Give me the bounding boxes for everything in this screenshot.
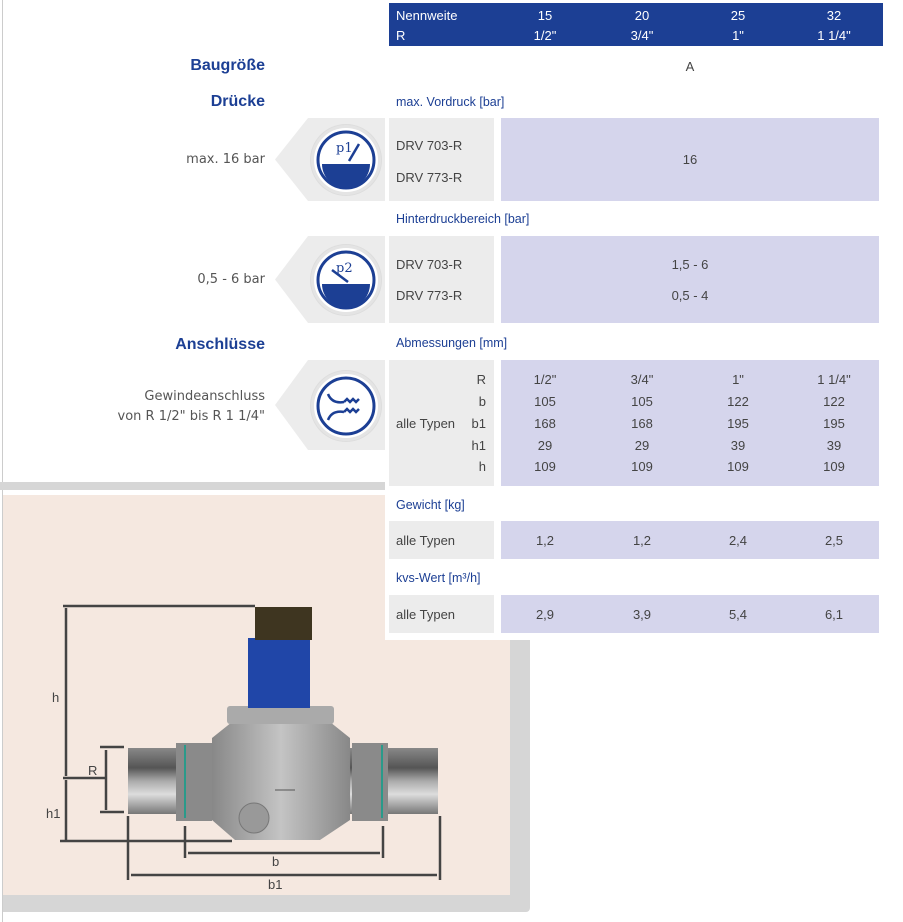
section-title-druecke: Drücke xyxy=(210,93,265,110)
icon-text: p2 xyxy=(336,261,353,276)
dim-key: b xyxy=(478,394,486,409)
dim-value: 29 xyxy=(634,438,650,453)
dimension-lines xyxy=(60,604,442,880)
dim-key: R xyxy=(476,372,486,387)
valve-image xyxy=(128,607,438,840)
value-cell: 16 xyxy=(501,118,879,201)
label-h1: h1 xyxy=(46,806,60,821)
type-cell: DRV 703-R DRV 773-R xyxy=(389,118,494,201)
valve-dimension-diagram: h R h1 b b1 xyxy=(46,604,442,892)
gewicht-value: 1,2 xyxy=(535,533,555,548)
section-title-anschluesse: Anschlüsse xyxy=(175,336,265,353)
dim-value: 122 xyxy=(823,394,845,409)
header-label: Nennweite xyxy=(396,8,458,23)
kvs-caption: kvs-Wert [m³/h] xyxy=(396,571,481,585)
hinterdruck-note: 0,5 - 6 bar xyxy=(197,272,265,287)
label-b: b xyxy=(272,854,279,869)
header-value: 15 xyxy=(537,8,553,23)
vordruck-note: max. 16 bar xyxy=(186,152,265,167)
p2-gauge-icon: p2 xyxy=(311,245,381,315)
type-label: alle Typen xyxy=(396,533,456,548)
header-value: 3/4" xyxy=(630,28,654,43)
dim-value: 39 xyxy=(730,438,746,453)
header-value: 1" xyxy=(732,28,744,43)
dim-value: 109 xyxy=(534,459,556,474)
dim-value: 1" xyxy=(732,372,744,387)
gewicht-value: 2,4 xyxy=(728,533,748,548)
divider xyxy=(0,482,388,490)
dim-value: 109 xyxy=(823,459,845,474)
hinterdruck-caption: Hinterdruckbereich [bar] xyxy=(396,212,530,226)
label-b1: b1 xyxy=(268,877,282,892)
kvs-value: 6,1 xyxy=(824,607,844,622)
gewicht-values: 1,2 1,2 2,4 2,5 xyxy=(501,521,879,559)
header-value: 1 1/4" xyxy=(817,28,851,43)
dim-key: h xyxy=(478,459,486,474)
dim-value: 3/4" xyxy=(630,372,654,387)
label-h: h xyxy=(52,690,59,705)
dim-value: 105 xyxy=(534,394,556,409)
type-label: DRV 703-R xyxy=(396,257,463,272)
dim-value: 195 xyxy=(727,416,749,431)
type-label: DRV 773-R xyxy=(396,288,463,303)
gewicht-value: 1,2 xyxy=(632,533,652,548)
section-title-baugroesse: Baugröße xyxy=(190,57,265,74)
note-line: von R 1/2" bis R 1 1/4" xyxy=(117,409,265,424)
vordruck-caption: max. Vordruck [bar] xyxy=(396,95,505,109)
dimension-values: 1/2" 3/4" 1" 1 1/4" 105 105 122 122 168 168 195 195… xyxy=(501,360,879,486)
abmessungen-caption: Abmessungen [mm] xyxy=(396,336,508,350)
kvs-value: 2,9 xyxy=(535,607,555,622)
label-R: R xyxy=(88,763,97,778)
type-label: DRV 703-R xyxy=(396,138,463,153)
type-cell: alle Typen xyxy=(389,595,494,633)
dim-value: 29 xyxy=(537,438,553,453)
header-value: 1/2" xyxy=(533,28,557,43)
value-cell: 1,5 - 6 0,5 - 4 xyxy=(501,236,879,323)
dim-value: 1 1/4" xyxy=(817,372,851,387)
gewicht-caption: Gewicht [kg] xyxy=(396,498,465,512)
header-value: 20 xyxy=(634,8,650,23)
dim-key: b1 xyxy=(471,416,486,431)
dim-value: 168 xyxy=(534,416,556,431)
type-label: alle Typen xyxy=(396,416,456,431)
header-value: 32 xyxy=(826,8,842,23)
kvs-value: 5,4 xyxy=(728,607,748,622)
gewicht-value: 2,5 xyxy=(824,533,844,548)
type-cell: alle Typen R b b1 h1 h xyxy=(389,360,494,486)
note-line: Gewindeanschluss xyxy=(144,389,265,404)
hinterdruck-value: 0,5 - 4 xyxy=(671,288,709,303)
kvs-value: 3,9 xyxy=(632,607,652,622)
size-header: Nennweite 15 20 25 32 R 1/2" 3/4" 1" 1 1… xyxy=(389,3,883,46)
type-label: alle Typen xyxy=(396,607,456,622)
icon-text: p1 xyxy=(336,141,353,156)
dim-value: 122 xyxy=(727,394,749,409)
type-cell: alle Typen xyxy=(389,521,494,559)
header-value: 25 xyxy=(730,8,746,23)
dim-value: 109 xyxy=(727,459,749,474)
kvs-values: 2,9 3,9 5,4 6,1 xyxy=(501,595,879,633)
type-cell: DRV 703-R DRV 773-R xyxy=(389,236,494,323)
left-border xyxy=(2,0,3,922)
baugroesse-value: A xyxy=(685,59,695,74)
anschluesse-note: Gewindeanschluss von R 1/2" bis R 1 1/4" xyxy=(118,387,265,427)
dim-value: 168 xyxy=(631,416,653,431)
dim-value: 105 xyxy=(631,394,653,409)
hinterdruck-value: 1,5 - 6 xyxy=(671,257,709,272)
p1-gauge-icon: p1 xyxy=(311,125,381,195)
dim-value: 1/2" xyxy=(533,372,557,387)
header-label: R xyxy=(396,28,406,43)
vordruck-value: 16 xyxy=(682,152,698,167)
dim-key: h1 xyxy=(471,438,486,453)
type-label: DRV 773-R xyxy=(396,170,463,185)
dim-value: 39 xyxy=(826,438,842,453)
dim-value: 109 xyxy=(631,459,653,474)
thread-connection-icon xyxy=(311,371,381,441)
dim-value: 195 xyxy=(823,416,845,431)
